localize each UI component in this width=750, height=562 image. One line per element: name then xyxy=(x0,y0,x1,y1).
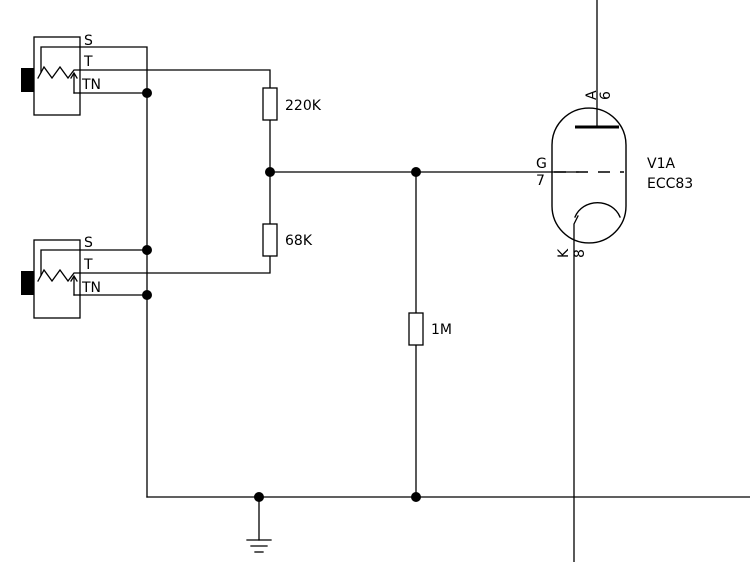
jack-2-plug-icon xyxy=(21,271,34,295)
jack-2-tip-label: T xyxy=(83,257,93,273)
junction-dot xyxy=(411,492,421,502)
resistor-68k: 68K xyxy=(262,223,313,257)
tube-cathode xyxy=(574,202,621,218)
jack-2-tip-wire xyxy=(79,255,271,274)
jack-2-tip-spring xyxy=(37,268,81,283)
junction-dot xyxy=(411,167,421,177)
jack-1-tip-wire xyxy=(79,69,271,89)
wiring xyxy=(79,0,750,562)
resistor-1m-value: 1M xyxy=(431,322,452,338)
jack-1-plug-icon xyxy=(21,68,34,92)
resistor-220k-body xyxy=(262,87,278,121)
resistor-220k: 220K xyxy=(262,87,322,121)
junction-dot xyxy=(142,88,152,98)
jack-1-sleeve-label: S xyxy=(84,33,93,49)
cathode-pin-label: 8 xyxy=(572,249,588,258)
grid-pin-label: 7 xyxy=(536,173,545,189)
resistor-68k-body xyxy=(262,223,278,257)
jack-2-sleeve-contact xyxy=(40,249,81,276)
cathode-label: K xyxy=(556,248,572,258)
cathode-wire xyxy=(573,215,579,562)
ground-icon xyxy=(246,539,272,553)
tube-type: ECC83 xyxy=(647,176,693,192)
anode-label: A xyxy=(584,90,600,100)
jack-1-sleeve-contact xyxy=(40,46,81,73)
junction-dot xyxy=(142,290,152,300)
jack-1-tip-spring xyxy=(37,65,81,80)
junction-dot xyxy=(265,167,275,177)
resistor-220k-value: 220K xyxy=(285,98,322,114)
resistor-1m-body xyxy=(408,312,424,346)
anode-pin-label: 6 xyxy=(598,91,614,100)
jack-1-tn-label: TN xyxy=(81,77,101,93)
ground-bus-vertical xyxy=(79,46,148,498)
junction-dot xyxy=(254,492,264,502)
grid-label: G xyxy=(536,156,547,172)
junction-dot xyxy=(142,245,152,255)
input-jack-1: S T TN xyxy=(21,33,101,116)
input-jack-2: S T TN xyxy=(21,235,101,319)
junctions xyxy=(142,88,421,502)
resistor-1m: 1M xyxy=(408,312,452,346)
resistor-68k-value: 68K xyxy=(285,233,313,249)
jack-2-tn-label: TN xyxy=(81,280,101,296)
tube-envelope xyxy=(551,107,627,244)
jack-1-tn-arrow-icon xyxy=(70,71,78,79)
triode-tube: A 6 G 7 K 8 V1A ECC83 xyxy=(536,90,693,258)
tube-designator: V1A xyxy=(647,156,675,172)
jack-2-tn-arrow-icon xyxy=(70,274,78,282)
jack-1-tip-label: T xyxy=(83,54,93,70)
jack-2-sleeve-label: S xyxy=(84,235,93,251)
